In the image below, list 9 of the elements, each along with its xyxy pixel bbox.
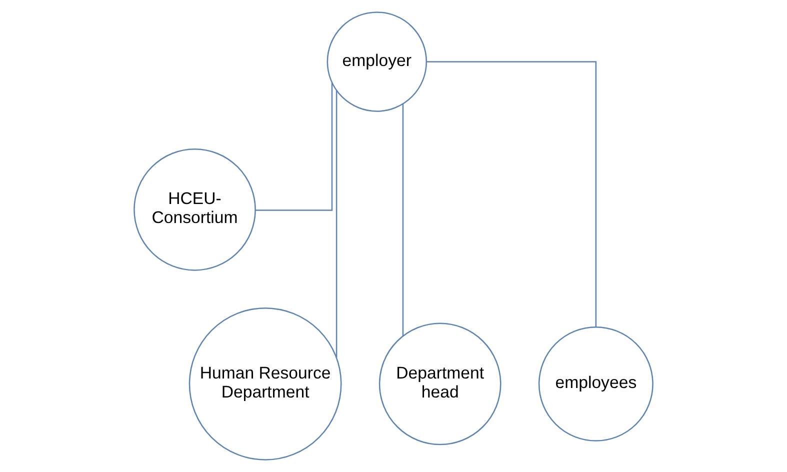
- node-circle: employees: [538, 326, 654, 442]
- connector: [402, 104, 404, 336]
- node-circle: Human Resource Department: [188, 308, 342, 460]
- node-circle: Department head: [378, 322, 502, 446]
- connector: [336, 90, 338, 358]
- node-circle: HCEU-Consortium: [134, 148, 256, 271]
- connector: [255, 82, 333, 211]
- node-circle: employer: [326, 12, 428, 112]
- connector: [426, 61, 597, 328]
